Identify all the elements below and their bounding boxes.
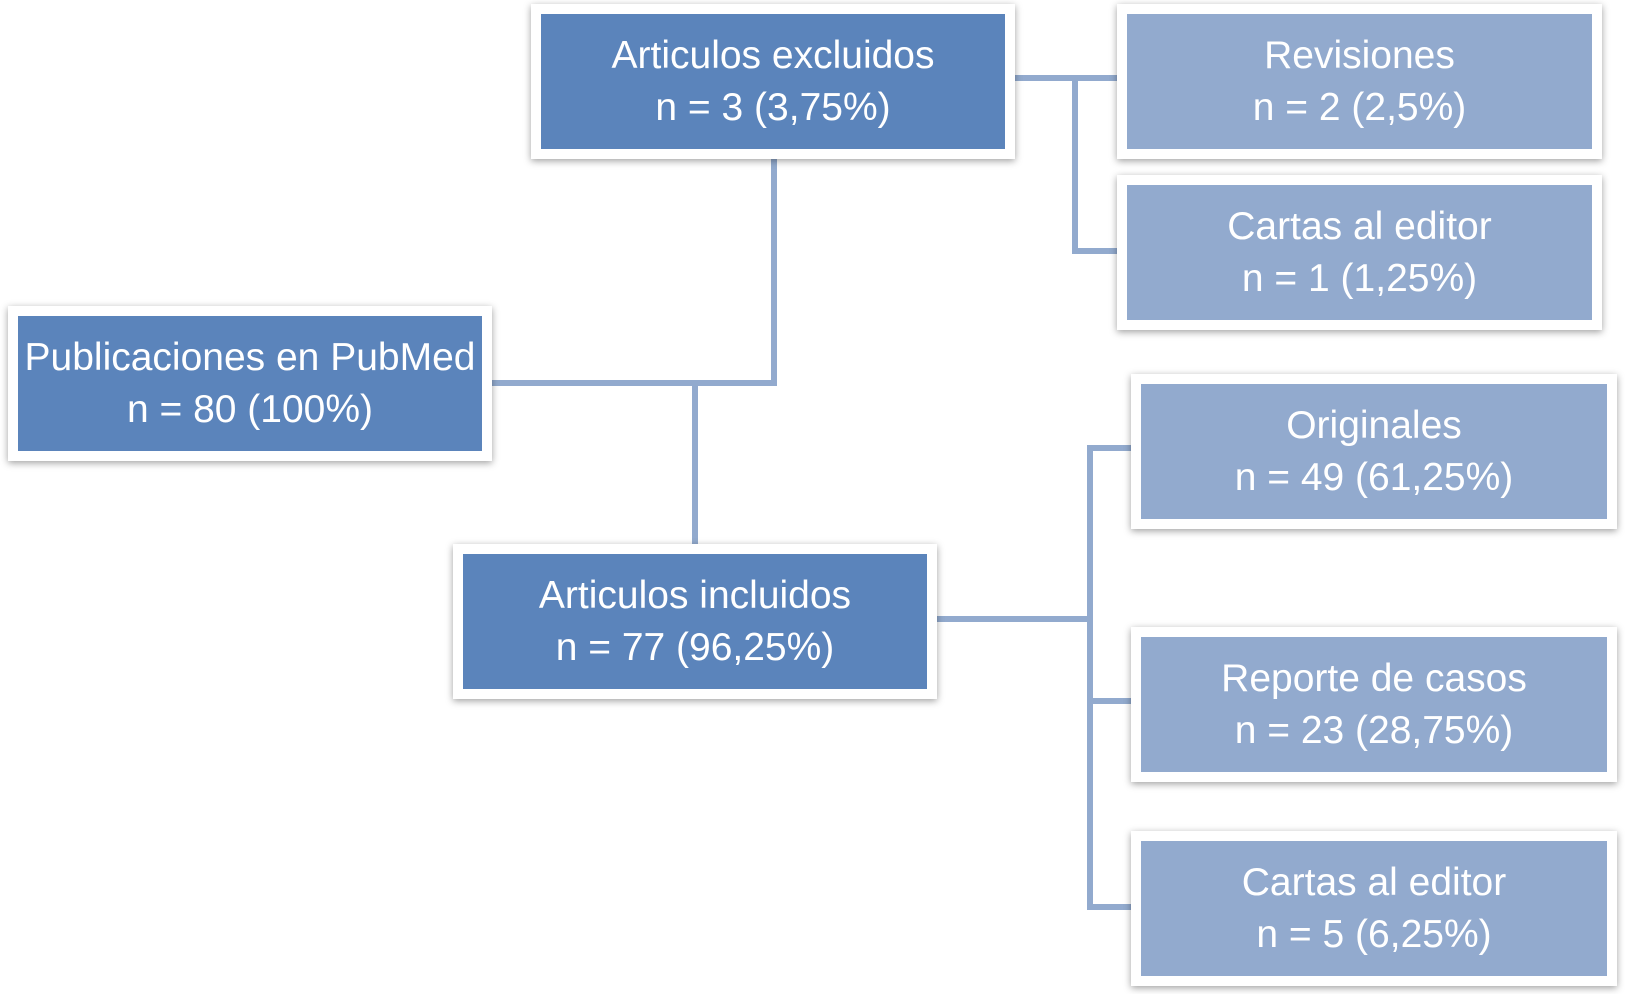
node-articulos-incluidos: Articulos incluidos n = 77 (96,25%) [453, 544, 937, 699]
node-revisiones: Revisiones n = 2 (2,5%) [1117, 4, 1602, 159]
node-articulos-excluidos: Articulos excluidos n = 3 (3,75%) [531, 4, 1015, 159]
node-count: n = 80 (100%) [126, 387, 374, 431]
node-count: n = 5 (6,25%) [1256, 912, 1492, 956]
node-count: n = 2 (2,5%) [1252, 85, 1467, 129]
node-originales: Originales n = 49 (61,25%) [1131, 374, 1617, 529]
node-publicaciones-pubmed: Publicaciones en PubMed n = 80 (100%) [8, 306, 492, 461]
node-count: n = 3 (3,75%) [655, 85, 891, 129]
node-reporte-casos: Reporte de casos n = 23 (28,75%) [1131, 627, 1617, 782]
node-title: Articulos incluidos [538, 573, 852, 617]
node-cartas-editor-excluidos: Cartas al editor n = 1 (1,25%) [1117, 175, 1602, 330]
node-title: Publicaciones en PubMed [24, 335, 476, 379]
node-title: Articulos excluidos [611, 33, 935, 77]
node-cartas-editor-incluidos: Cartas al editor n = 5 (6,25%) [1131, 831, 1617, 986]
node-count: n = 49 (61,25%) [1234, 455, 1514, 499]
node-title: Revisiones [1264, 33, 1455, 77]
node-count: n = 23 (28,75%) [1234, 708, 1514, 752]
node-title: Originales [1286, 403, 1462, 447]
node-count: n = 1 (1,25%) [1241, 256, 1478, 300]
node-title: Cartas al editor [1241, 860, 1507, 904]
node-count: n = 77 (96,25%) [555, 625, 835, 669]
node-title: Reporte de casos [1221, 656, 1527, 700]
node-title: Cartas al editor [1227, 204, 1492, 248]
